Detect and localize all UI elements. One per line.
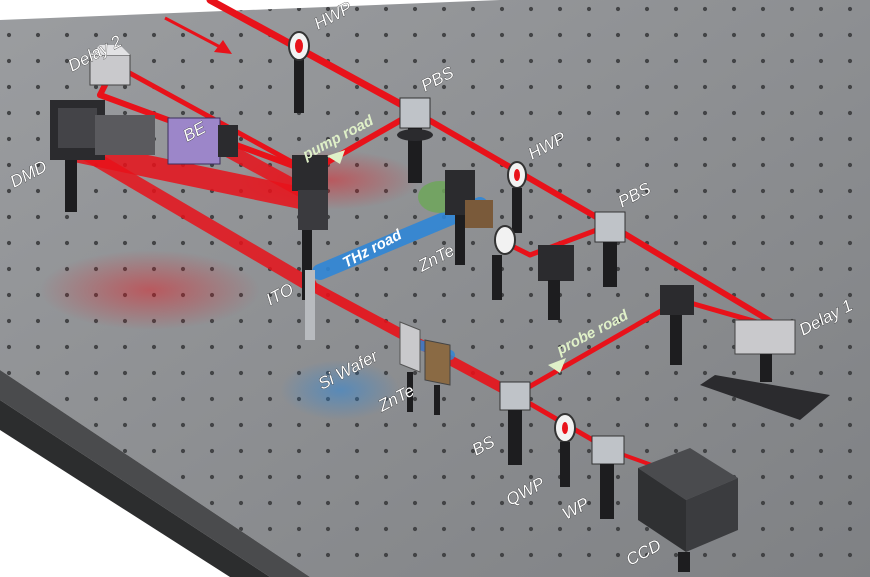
- qwp-component: [554, 413, 576, 487]
- be-component: [167, 117, 238, 165]
- direction-arrow: [164, 16, 232, 54]
- probe-to-bs: [512, 297, 683, 398]
- delay1-component: [700, 319, 830, 420]
- znte-mid-component: [418, 170, 493, 265]
- ccd-component: [638, 448, 738, 572]
- beam-to-delay1: [607, 222, 788, 333]
- znte-bottom-component: [424, 339, 451, 415]
- laser-beams: [59, 0, 788, 470]
- road-arrows: [327, 150, 566, 373]
- mirror-mid-component: [538, 245, 574, 320]
- wp-component: [591, 435, 625, 519]
- delay2-component: [89, 45, 131, 86]
- components: [50, 31, 830, 572]
- dmd-beam-wide: [59, 139, 321, 211]
- ito-component: [305, 270, 315, 340]
- pbs-mid-component: [594, 211, 626, 287]
- dmd-beam-cross: [73, 143, 317, 292]
- hwp-top-component: [288, 31, 310, 113]
- bs-component: [499, 381, 531, 465]
- si-wafer-component: [399, 321, 421, 412]
- pbs-top-component: [397, 97, 433, 183]
- pump-mirror-component: [292, 155, 328, 300]
- dmd-component: [50, 100, 155, 212]
- hwp-mid-component: [492, 161, 527, 300]
- input-beam: [206, 0, 419, 116]
- probe-mirror-component: [660, 285, 694, 365]
